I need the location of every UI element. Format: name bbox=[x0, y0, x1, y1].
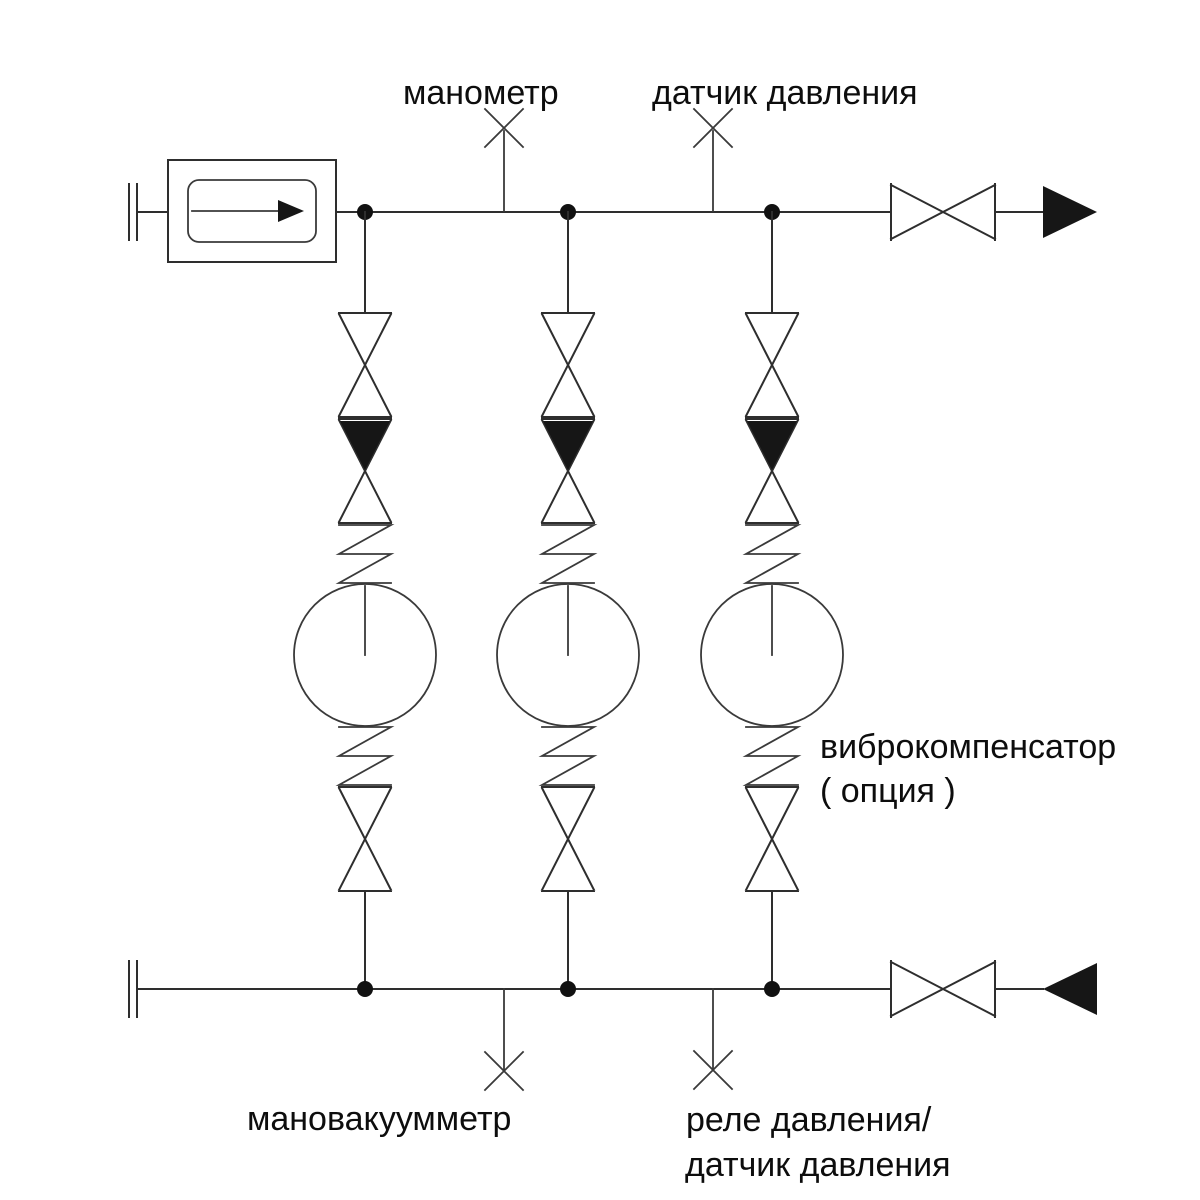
manometer-tap bbox=[484, 108, 524, 212]
pump-branch-1 bbox=[293, 211, 437, 990]
branch1-shutoff-valve-top-icon bbox=[338, 312, 392, 418]
branch2-vibration-compensator-top-icon bbox=[541, 524, 595, 584]
branch3-vibration-compensator-top-icon bbox=[745, 524, 799, 584]
branch3-check-valve-icon bbox=[745, 418, 799, 524]
label-vibro-compensator-line1: виброкомпенсатор bbox=[820, 728, 1116, 766]
label-mano-vacuum-meter: мановакуумметр bbox=[247, 1100, 511, 1138]
label-pressure-relay-line1: реле давления/ bbox=[686, 1101, 932, 1139]
branch1-vibration-compensator-bottom-icon bbox=[338, 726, 392, 786]
branch2-shutoff-valve-bottom-icon bbox=[541, 786, 595, 892]
branch3-pump-icon bbox=[700, 583, 844, 727]
branch3-shutoff-valve-bottom-icon bbox=[745, 786, 799, 892]
branch3-vibration-compensator-bottom-icon bbox=[745, 726, 799, 786]
mano-vacuum-meter-tap bbox=[484, 988, 524, 1091]
bottom-junction-dot-1 bbox=[357, 981, 373, 997]
inlet-unit-icon bbox=[167, 159, 337, 263]
label-pressure-sensor-top: датчик давления bbox=[652, 74, 918, 112]
inlet-flow-arrow-icon bbox=[278, 200, 304, 222]
branch3-shutoff-valve-top-icon bbox=[745, 312, 799, 418]
branch2-vibration-compensator-bottom-icon bbox=[541, 726, 595, 786]
bottom-junction-dot-3 bbox=[764, 981, 780, 997]
branch1-shutoff-valve-bottom-icon bbox=[338, 786, 392, 892]
branch2-check-valve-icon bbox=[541, 418, 595, 524]
pressure-relay-tap bbox=[693, 988, 733, 1090]
bottom-pipe-end-flange-icon bbox=[128, 960, 138, 1018]
discharge-flow-arrow-icon bbox=[1043, 186, 1097, 238]
discharge-shutoff-valve-icon bbox=[890, 183, 996, 241]
label-manometer: манометр bbox=[403, 74, 559, 112]
top-pipe-end-flange-icon bbox=[128, 183, 138, 241]
branch2-shutoff-valve-top-icon bbox=[541, 312, 595, 418]
pump-branch-2 bbox=[496, 211, 640, 990]
label-pressure-relay-line2: датчик давления bbox=[685, 1146, 951, 1184]
branch1-pump-icon bbox=[293, 583, 437, 727]
branch2-pump-icon bbox=[496, 583, 640, 727]
suction-shutoff-valve-icon bbox=[890, 960, 996, 1018]
pressure-sensor-tap bbox=[693, 108, 733, 212]
branch1-check-valve-icon bbox=[338, 418, 392, 524]
branch1-vibration-compensator-top-icon bbox=[338, 524, 392, 584]
label-vibro-compensator-line2: ( опция ) bbox=[820, 772, 956, 810]
bottom-junction-dot-2 bbox=[560, 981, 576, 997]
suction-flow-arrow-icon bbox=[1043, 963, 1097, 1015]
pump-branch-3 bbox=[700, 211, 844, 990]
